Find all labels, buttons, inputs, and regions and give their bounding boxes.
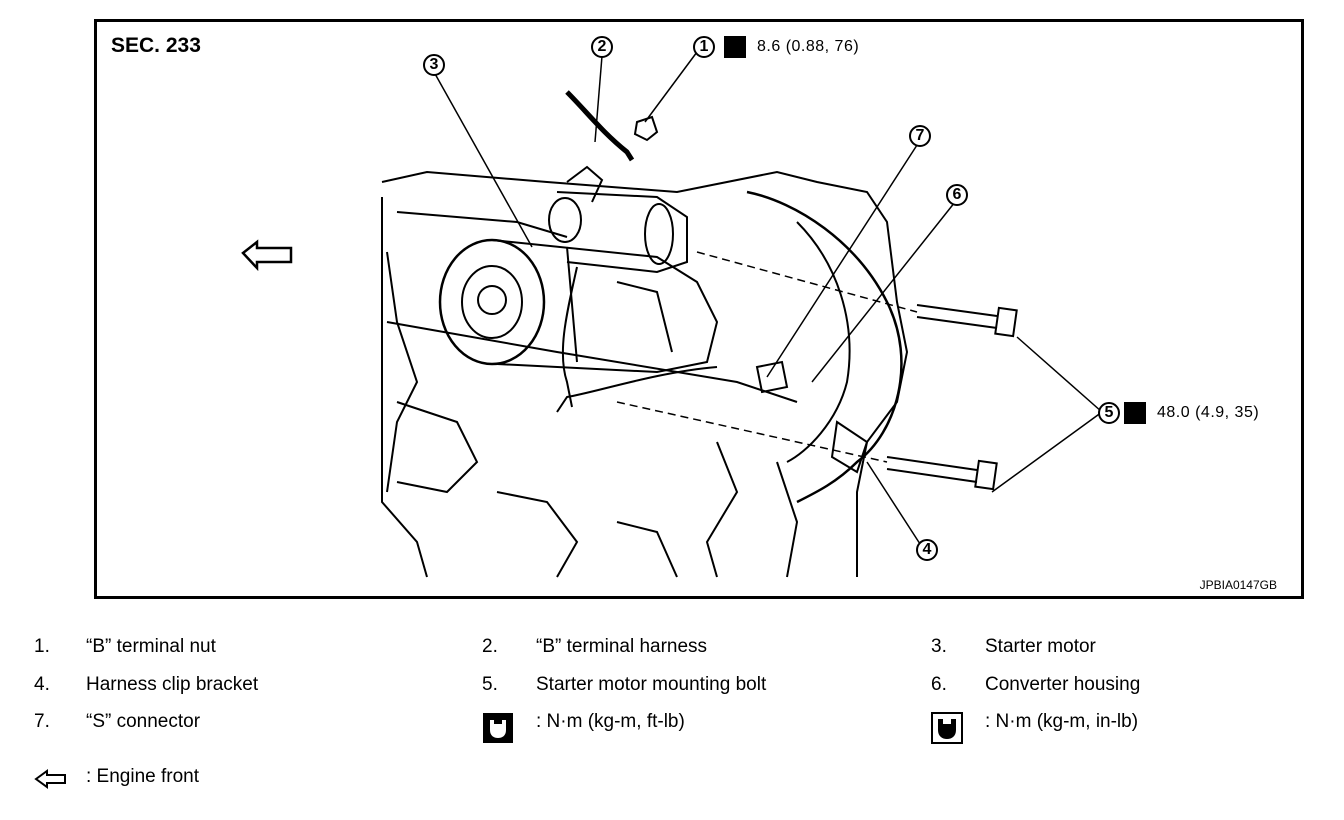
engine-front-arrow-icon xyxy=(34,769,66,789)
diagram-frame: SEC. 233 JPBIA0147GB 1 2 3 4 5 6 7 8.6 (… xyxy=(94,19,1304,599)
engine-front-label: : Engine front xyxy=(86,766,200,787)
legend-label-4: Harness clip bracket xyxy=(86,674,259,695)
unit-inlb: : N·m (kg-m, in-lb) xyxy=(985,711,1139,732)
torque-wrench-inlb-icon xyxy=(931,712,963,744)
torque-value-nut: 8.6 (0.88, 76) xyxy=(757,38,860,55)
torque-value-bolt: 48.0 (4.9, 35) xyxy=(1157,404,1260,421)
torque-wrench-ftlb-icon xyxy=(483,713,513,743)
legend-num-4: 4. xyxy=(34,674,50,695)
legend-num-7: 7. xyxy=(34,711,50,732)
starter-motor-illustration xyxy=(241,36,1146,578)
callout-4: 4 xyxy=(916,539,938,561)
callout-3: 3 xyxy=(423,54,445,76)
legend-label-5: Starter motor mounting bolt xyxy=(536,674,767,695)
legend-num-5: 5. xyxy=(482,674,498,695)
callout-5: 5 xyxy=(1098,402,1120,424)
legend-num-1: 1. xyxy=(34,636,50,657)
legend-label-3: Starter motor xyxy=(985,636,1096,657)
callout-2: 2 xyxy=(591,36,613,58)
unit-ftlb: : N·m (kg-m, ft-lb) xyxy=(536,711,685,732)
drawing-code: JPBIA0147GB xyxy=(1199,578,1277,592)
legend-num-2: 2. xyxy=(482,636,498,657)
legend-num-3: 3. xyxy=(931,636,947,657)
legend-label-7: “S” connector xyxy=(86,711,201,732)
section-label: SEC. 233 xyxy=(111,34,201,57)
callout-6: 6 xyxy=(946,184,968,206)
callout-7: 7 xyxy=(909,125,931,147)
legend-num-6: 6. xyxy=(931,674,947,695)
callout-1: 1 xyxy=(693,36,715,58)
legend-label-2: “B” terminal harness xyxy=(536,636,708,657)
legend-label-1: “B” terminal nut xyxy=(86,636,216,657)
legend-label-6: Converter housing xyxy=(985,674,1141,695)
